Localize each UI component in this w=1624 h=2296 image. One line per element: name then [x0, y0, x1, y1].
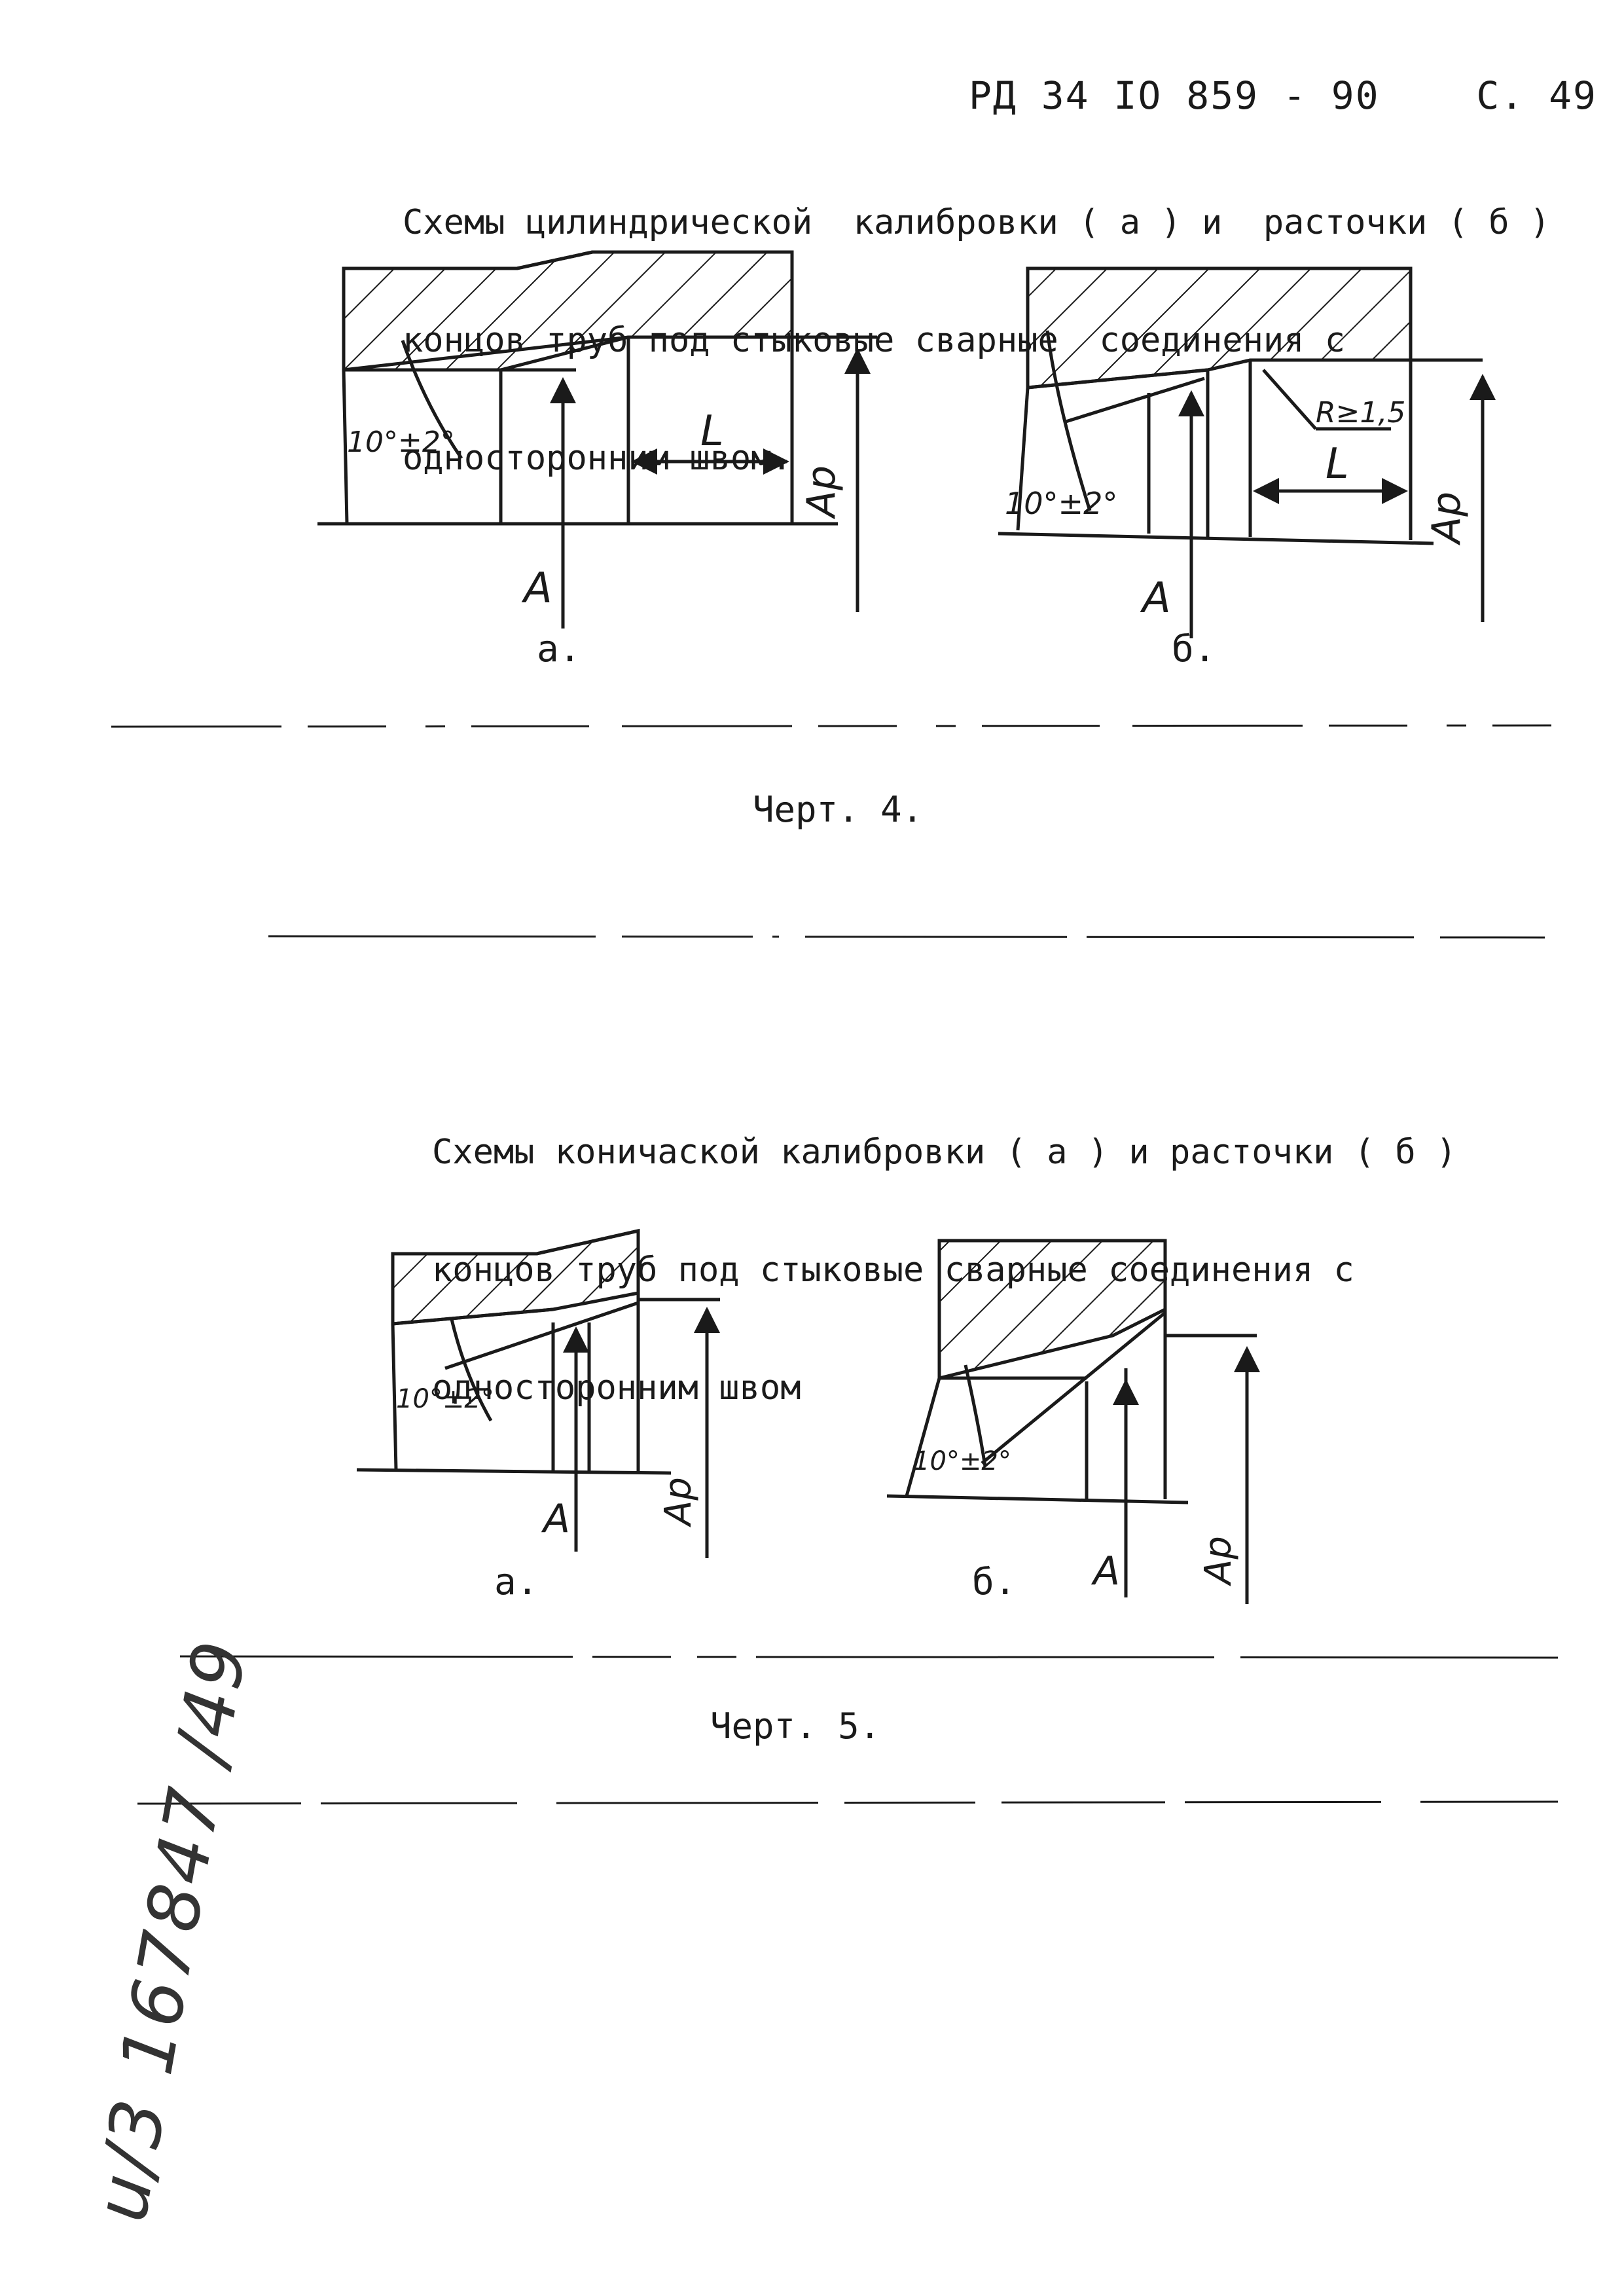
- page-number: С. 49: [1476, 73, 1597, 118]
- fig5b-sub-label: б.: [972, 1561, 1016, 1603]
- fig5b-dim-A: A: [1091, 1548, 1120, 1594]
- fig4b-sub-label: б.: [1172, 628, 1216, 670]
- figure-4-title: Черт. 4.: [753, 789, 924, 830]
- figure-4a-drawing: [317, 250, 877, 629]
- figure-4b-drawing: [998, 266, 1496, 638]
- figure-5b-drawing: [886, 1239, 1260, 1604]
- fig5b-dim-Ap: Aр: [1197, 1536, 1240, 1586]
- figure-5a-drawing: [356, 1228, 720, 1558]
- figure-4-caption: Схемы цилиндрической калибровки ( а ) и …: [403, 124, 1550, 517]
- fig5a-sub-label: а.: [494, 1561, 538, 1603]
- fig5b-angle-label: 10°±2°: [913, 1446, 1011, 1476]
- fig4b-dim-A: A: [1140, 574, 1171, 623]
- fig4a-dim-L: L: [700, 407, 724, 456]
- fig5a-angle-label: 10°±2°: [396, 1384, 494, 1414]
- fig4b-angle-label: 10°±2°: [1005, 486, 1117, 521]
- figure-5-title: Черт. 5.: [710, 1705, 881, 1747]
- caption-line: Схемы коничаской калибровки ( а ) и раст…: [432, 1133, 1457, 1172]
- fig4a-sub-label: а.: [537, 628, 581, 670]
- caption-line: односторонним швом: [432, 1368, 801, 1408]
- caption-line: Схемы цилиндрической калибровки ( а ) и …: [403, 203, 1551, 242]
- fig5a-dim-A: A: [541, 1496, 570, 1542]
- fig4a-angle-label: 10°±2°: [347, 426, 455, 459]
- fig4b-dim-Ap: Aр: [1424, 492, 1470, 546]
- fig4b-radius-label: R≥1,5: [1316, 396, 1405, 429]
- fig4b-dim-L: L: [1326, 440, 1349, 488]
- fig4a-dim-Ap: Aр: [799, 465, 844, 520]
- fig5a-dim-Ap: Aр: [657, 1477, 700, 1527]
- document-header: РД 34 IО 859 - 90 С. 49: [969, 73, 1597, 118]
- fig4a-dim-A: A: [521, 564, 552, 613]
- document-number: РД 34 IО 859 - 90: [969, 73, 1380, 118]
